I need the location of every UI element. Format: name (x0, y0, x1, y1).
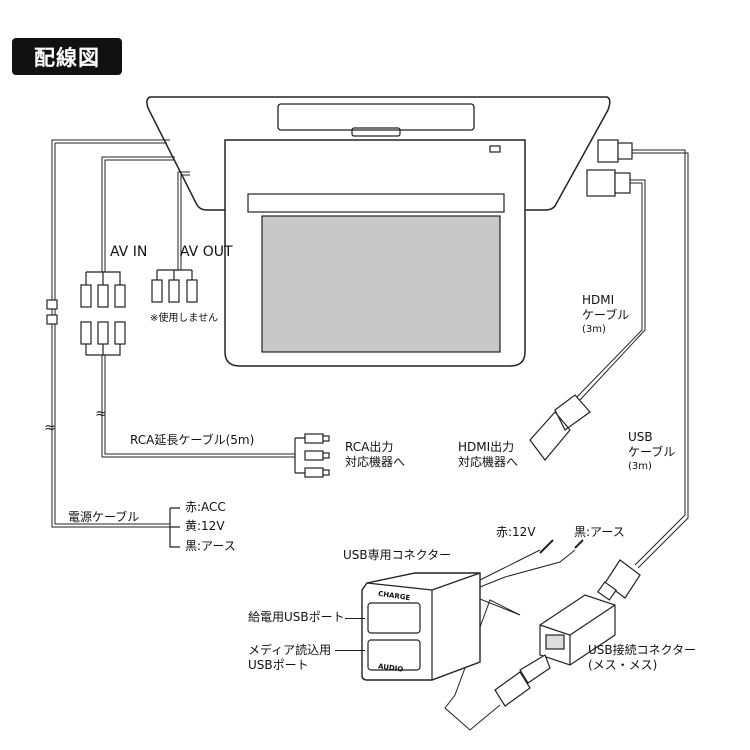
unused-note: ※使用しません (150, 313, 219, 324)
hdmi-out-label-1: HDMI出力 (458, 440, 515, 454)
hdmi-cable (576, 179, 646, 401)
monitor-dome-light (277, 103, 475, 131)
rca-out-label-1: RCA出力 (345, 440, 394, 454)
hdmi-cable-label-1: HDMI (582, 293, 615, 307)
media-port-leader (335, 650, 365, 651)
av-out-cable (177, 171, 190, 270)
av-out-label: AV OUT (180, 244, 233, 260)
usb-cable-label-2: ケーブル (628, 445, 676, 459)
usb-connector-label: USB専用コネクター (343, 548, 452, 562)
hdmi-cable-label-3: (3m) (582, 324, 606, 335)
av-in-label: AV IN (110, 244, 148, 260)
usb-cable-label-1: USB (628, 430, 653, 444)
power-cable (51, 139, 170, 528)
power-black-label: 黒:アース (185, 539, 236, 553)
hdmi-out-label-2: 対応機器へ (458, 455, 519, 469)
rca-extension-label: RCA延長ケーブル(5m) (130, 433, 255, 447)
charge-port-label: 給電用USBポート (248, 610, 345, 624)
rca-out-label-2: 対応機器へ (345, 455, 406, 469)
hdmi-cable-label-2: ケーブル (582, 308, 630, 322)
usb-joint-label-1: USB接続コネクター (588, 643, 697, 657)
charge-port (367, 602, 421, 634)
svg-text:≈: ≈ (44, 420, 56, 436)
audio-port (367, 639, 421, 671)
page-title: 配線図 (12, 38, 122, 75)
media-port-label-1: メディア読込用 (248, 643, 332, 657)
monitor-screen (261, 215, 501, 353)
usb-black-label: 黒:アース (574, 525, 625, 539)
svg-text:≈: ≈ (95, 406, 107, 422)
usb-cable (632, 149, 689, 569)
usb-red-label: 赤:12V (496, 525, 536, 539)
media-port-label-2: USBポート (248, 658, 309, 672)
usb-joint-label-2: (メス・メス) (588, 658, 658, 672)
rca-extension-cable (101, 355, 295, 458)
hdmi-plug (529, 394, 591, 461)
usb-cable-label-3: (3m) (628, 461, 652, 472)
charge-port-leader (345, 618, 365, 619)
monitor-housing (146, 96, 611, 211)
power-cable-label: 電源ケーブル (68, 510, 140, 524)
av-in-cable (101, 156, 175, 272)
power-yellow-label: 黄:12V (185, 519, 225, 533)
power-red-label: 赤:ACC (185, 500, 226, 514)
